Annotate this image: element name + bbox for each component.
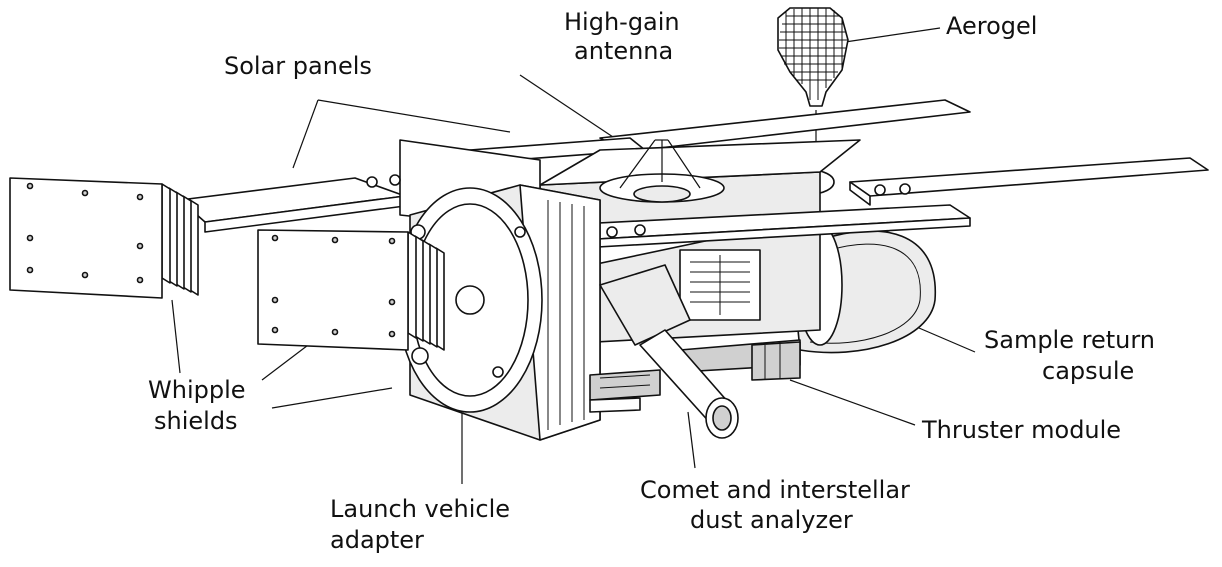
aerogel-paddle [777, 7, 849, 107]
leader-whipple-left [171, 299, 181, 374]
label-whipple-1: Whipple [148, 376, 246, 404]
label-launch-adapter-2: adapter [330, 526, 424, 554]
leader-lines [171, 27, 976, 484]
label-sample-return-2: capsule [1042, 357, 1135, 385]
thruster-module [751, 341, 801, 381]
whipple-shield-left [9, 177, 199, 299]
launch-vehicle-adapter [397, 184, 601, 441]
label-whipple-2: shields [154, 407, 238, 435]
label-solar-panels: Solar panels [224, 52, 372, 80]
lower-structure [589, 369, 661, 413]
leader-whipple-low [271, 387, 393, 409]
label-thruster-module: Thruster module [922, 416, 1122, 444]
label-high-gain-2: antenna [574, 37, 674, 65]
label-sample-return-1: Sample return [984, 326, 1155, 354]
leader-aerogel [844, 27, 941, 43]
panel-hinges [366, 174, 911, 238]
leader-dust-analyzer [687, 411, 696, 469]
whipple-shield-left-front [9, 177, 163, 299]
label-high-gain-1: High-gain [564, 8, 680, 36]
solar-panel-far-right-edge [849, 181, 871, 206]
leader-solar-panels-left [292, 99, 319, 169]
leader-solar-panels-right [317, 99, 511, 133]
high-gain-antenna [599, 139, 725, 203]
label-dust-analyzer-2: dust analyzer [690, 506, 853, 534]
whipple-shield-right-front [257, 229, 409, 351]
dust-analyzer [599, 264, 739, 439]
label-aerogel: Aerogel [946, 12, 1038, 40]
label-dust-analyzer-1: Comet and interstellar [640, 476, 910, 504]
aerogel-grid [779, 8, 847, 100]
label-launch-adapter-1: Launch vehicle [330, 495, 511, 523]
bus-louvers [690, 255, 750, 315]
leader-high-gain-antenna [519, 74, 626, 146]
bus-top-face [539, 139, 861, 186]
leader-thruster-module [789, 379, 916, 426]
whipple-shield-right [257, 229, 445, 351]
